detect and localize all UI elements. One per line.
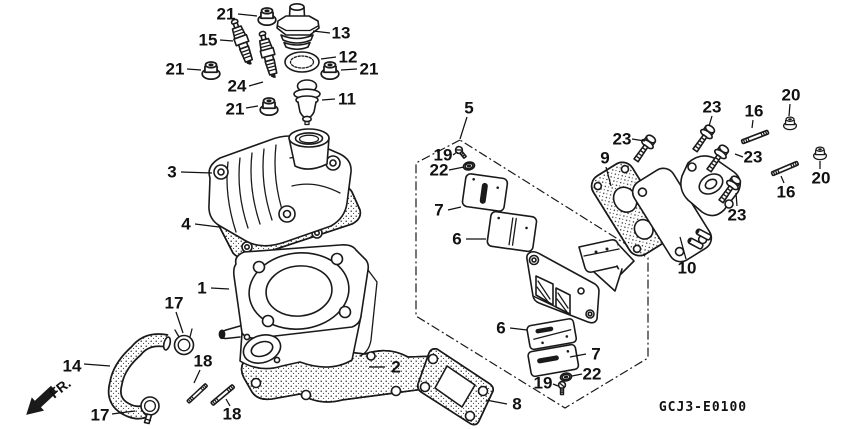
leader-line [509, 327, 528, 331]
leader-line [312, 30, 331, 34]
cylinder-head-3 [208, 128, 352, 247]
part-label-14: 14 [63, 357, 82, 376]
leader-line [237, 13, 258, 17]
part-label-6: 6 [496, 319, 505, 338]
leader-line [679, 236, 687, 260]
cylinder-1 [218, 244, 378, 370]
part-label-15: 15 [199, 31, 218, 50]
reed-7-a [461, 173, 509, 212]
part-label-19: 19 [534, 374, 553, 393]
nut-20-b [812, 146, 828, 161]
part-label-22: 22 [583, 365, 602, 384]
part-label-4: 4 [181, 215, 191, 234]
o-ring-12 [284, 51, 320, 73]
leader-line [734, 153, 744, 158]
leader-line [708, 115, 713, 127]
leader-line [175, 311, 184, 334]
leader-line [788, 103, 791, 117]
part-label-11: 11 [338, 90, 356, 109]
part-label-10: 10 [678, 259, 697, 278]
reed-6-b [526, 318, 578, 351]
part-label-5: 5 [464, 99, 473, 118]
leader-line [194, 223, 220, 228]
reed-7-b [527, 343, 580, 378]
leader-line [459, 116, 468, 140]
part-label-13: 13 [332, 24, 351, 43]
part-label-22: 22 [430, 161, 449, 180]
leader-line [780, 175, 785, 184]
part-label-24: 24 [228, 77, 247, 96]
leader-line [448, 166, 465, 171]
part-label-21: 21 [166, 60, 185, 79]
part-label-7: 7 [434, 201, 443, 220]
nut-21-d [259, 97, 279, 117]
leader-line [186, 68, 202, 71]
leader-line [321, 98, 336, 101]
reed-gasket-8 [417, 348, 494, 426]
leader-line [552, 383, 559, 387]
leader-line [571, 373, 583, 377]
part-label-23: 23 [744, 148, 763, 167]
part-label-17: 17 [91, 406, 110, 425]
part-label-17: 17 [165, 294, 184, 313]
part-label-20: 20 [782, 86, 801, 105]
leader-line [225, 398, 231, 407]
part-label-9: 9 [600, 149, 609, 168]
leader-line [210, 287, 230, 290]
leader-line [452, 151, 458, 156]
reed-valve-body [526, 250, 600, 324]
washer-22-b [559, 371, 573, 383]
leader-line [219, 39, 234, 42]
cap-13 [276, 2, 320, 51]
leader-line [180, 171, 213, 174]
leader-line [83, 363, 111, 367]
detail-boundary [415, 139, 649, 409]
leader-line [631, 138, 646, 142]
leader-line [447, 206, 462, 211]
leader-line [751, 119, 754, 129]
part-label-23: 23 [613, 130, 632, 149]
part-label-18: 18 [194, 352, 213, 371]
part-label-23: 23 [728, 206, 747, 225]
leader-line [245, 105, 259, 109]
nut-21-b [201, 61, 221, 81]
part-label-20: 20 [812, 169, 831, 188]
part-label-21: 21 [360, 60, 379, 79]
leader-line [193, 369, 201, 384]
diagram-code: GCJ3-E0100 [659, 400, 747, 415]
part-label-8: 8 [512, 395, 521, 414]
part-label-7: 7 [591, 345, 600, 364]
joint-11 [293, 79, 321, 126]
part-label-1: 1 [197, 279, 206, 298]
part-label-12: 12 [339, 48, 358, 67]
leader-line [569, 353, 587, 358]
leader-line [605, 166, 612, 187]
part-label-6: 6 [452, 230, 461, 249]
nut-21-a [257, 7, 277, 27]
part-label-16: 16 [745, 102, 764, 121]
leader-line [340, 68, 358, 71]
part-label-23: 23 [703, 98, 722, 117]
hose-clamp-17-b [140, 396, 160, 425]
leader-line [248, 81, 264, 87]
hose-clamp-17-a [173, 328, 195, 356]
leader-line [320, 56, 337, 60]
reed-6-a [486, 210, 538, 253]
part-label-19: 19 [434, 146, 453, 165]
reed-stopper [578, 239, 635, 292]
leader-line [111, 410, 136, 415]
part-label-21: 21 [217, 5, 236, 24]
part-label-21: 21 [226, 100, 245, 119]
part-label-18: 18 [223, 405, 242, 424]
part-label-2: 2 [391, 358, 400, 377]
part-label-16: 16 [777, 183, 796, 202]
leader-line [485, 399, 508, 405]
part-label-3: 3 [167, 163, 176, 182]
nut-20-a [782, 116, 798, 131]
nut-21-c [320, 61, 340, 81]
leader-line [735, 192, 738, 207]
